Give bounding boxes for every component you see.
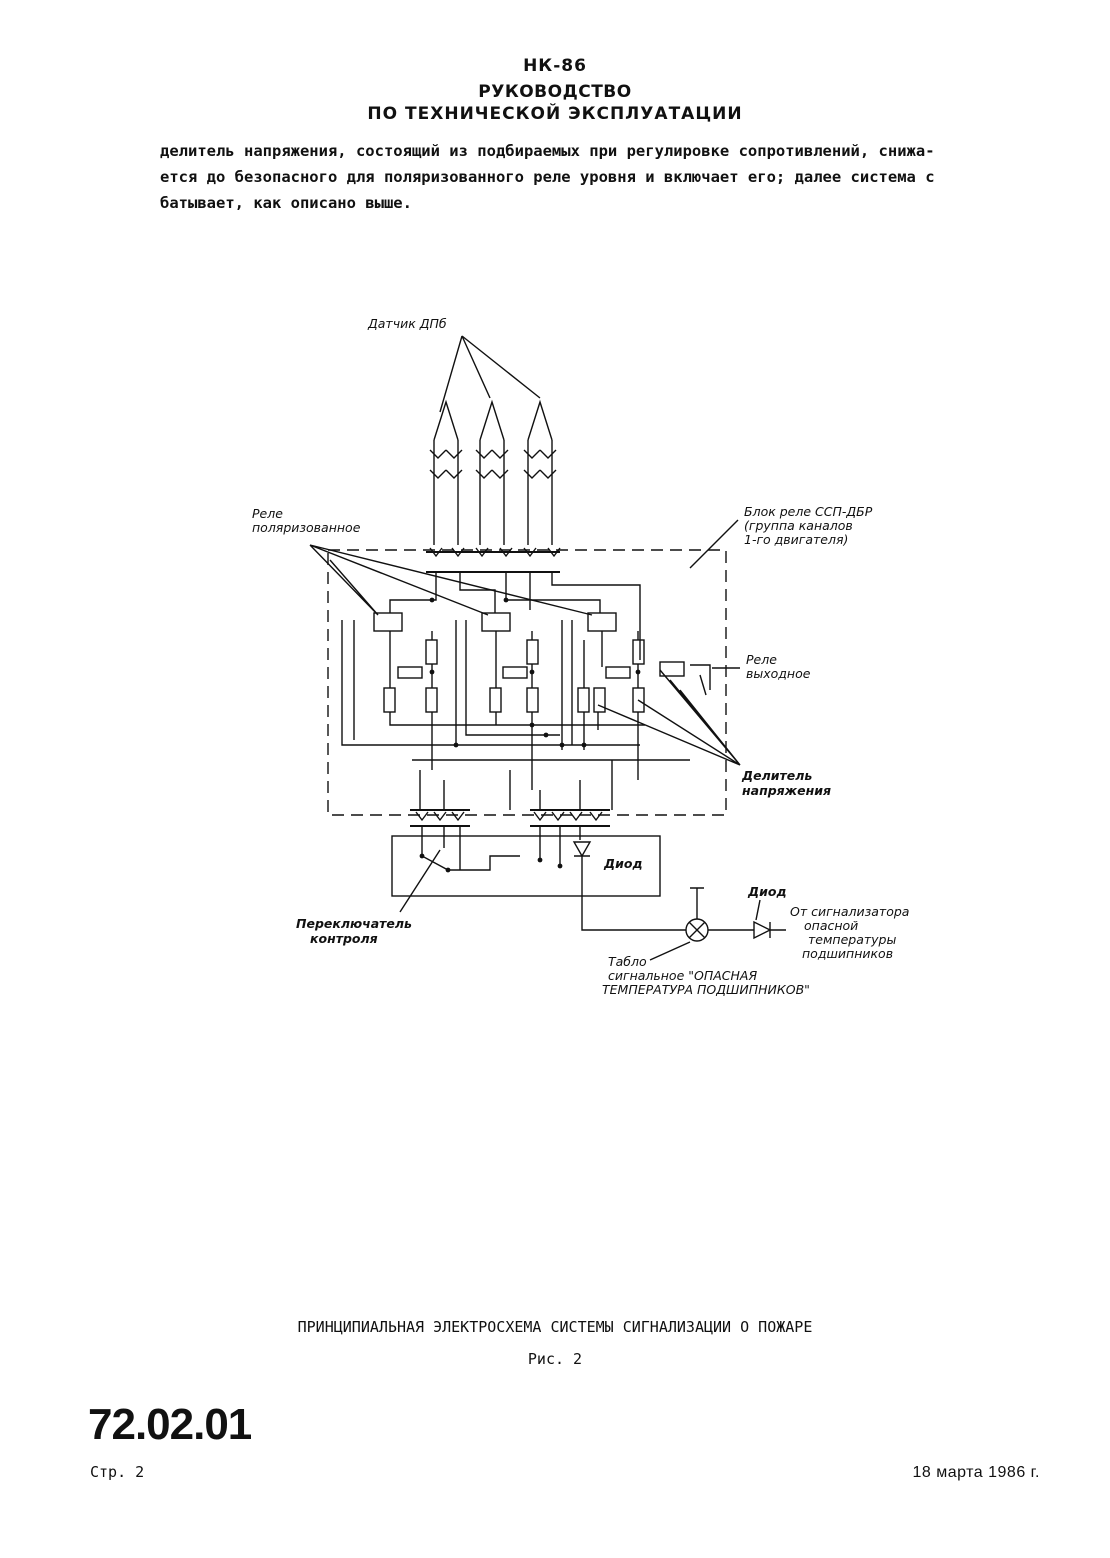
label-sensor: Датчик ДПб [367,316,447,331]
label-polar-relay-1: Реле [252,506,283,521]
body-text-line2: ется до безопасного для поляризованного … [160,168,935,186]
label-output-relay-2: выходное [746,666,811,681]
label-from-2: опасной [804,918,858,933]
sensor-probe-3 [523,399,557,545]
figure-caption: ПРИНЦИПИАЛЬНАЯ ЭЛЕКТРОСХЕМА СИСТЕМЫ СИГН… [297,1318,813,1336]
label-relay-block-2: (группа каналов [744,518,853,533]
body-text-line1: делитель напряжения, состоящий из подбир… [160,142,935,160]
polarized-relay-3 [587,612,617,632]
label-diode-1: Диод [603,856,643,871]
label-switch-1: Переключатель [296,916,412,931]
polarized-relay-1 [373,612,403,632]
label-from-3: температуры [808,932,896,947]
polarized-relay-2 [481,612,511,632]
doc-number: 72.02.01 [88,1400,252,1449]
label-panel-2: сигнальное "ОПАСНАЯ [608,968,757,983]
relay-block-frame [327,549,727,816]
label-from-1: От сигнализатора [790,904,909,919]
label-switch-2: контроля [310,931,378,946]
label-panel-1: Табло [608,954,647,969]
doc-code: НК-86 [523,56,587,76]
relay-block-leader [689,519,739,569]
sensor-probe-2 [475,399,509,545]
label-diode-2: Диод [747,884,787,899]
label-divider-1: Делитель [741,768,812,783]
doc-date: 18 марта 1986 г. [912,1464,1040,1481]
doc-title-line2: ПО ТЕХНИЧЕСКОЙ ЭКСПЛУАТАЦИИ [367,104,743,124]
body-text-line3: батывает, как описано выше. [160,194,412,212]
label-output-relay-1: Реле [746,652,777,667]
output-relay [659,661,685,677]
doc-title-line1: РУКОВОДСТВО [478,82,632,102]
page-number: Стр. 2 [90,1463,145,1481]
sensor-leader-lines [439,335,541,413]
control-switch-box [391,835,661,897]
figure-number: Рис. 2 [527,1350,583,1368]
diode-1-symbol [572,841,592,858]
label-panel-3: ТЕМПЕРАТУРА ПОДШИПНИКОВ" [602,982,810,997]
label-from-4: подшипников [802,946,893,961]
label-relay-block-3: 1-го двигателя) [744,532,848,547]
sensor-probe-1 [429,399,463,545]
diode-2-symbol [708,920,786,940]
label-polar-relay-2: поляризованное [252,520,361,535]
label-divider-2: напряжения [742,783,831,798]
label-relay-block-1: Блок реле ССП-ДБР [744,504,873,519]
